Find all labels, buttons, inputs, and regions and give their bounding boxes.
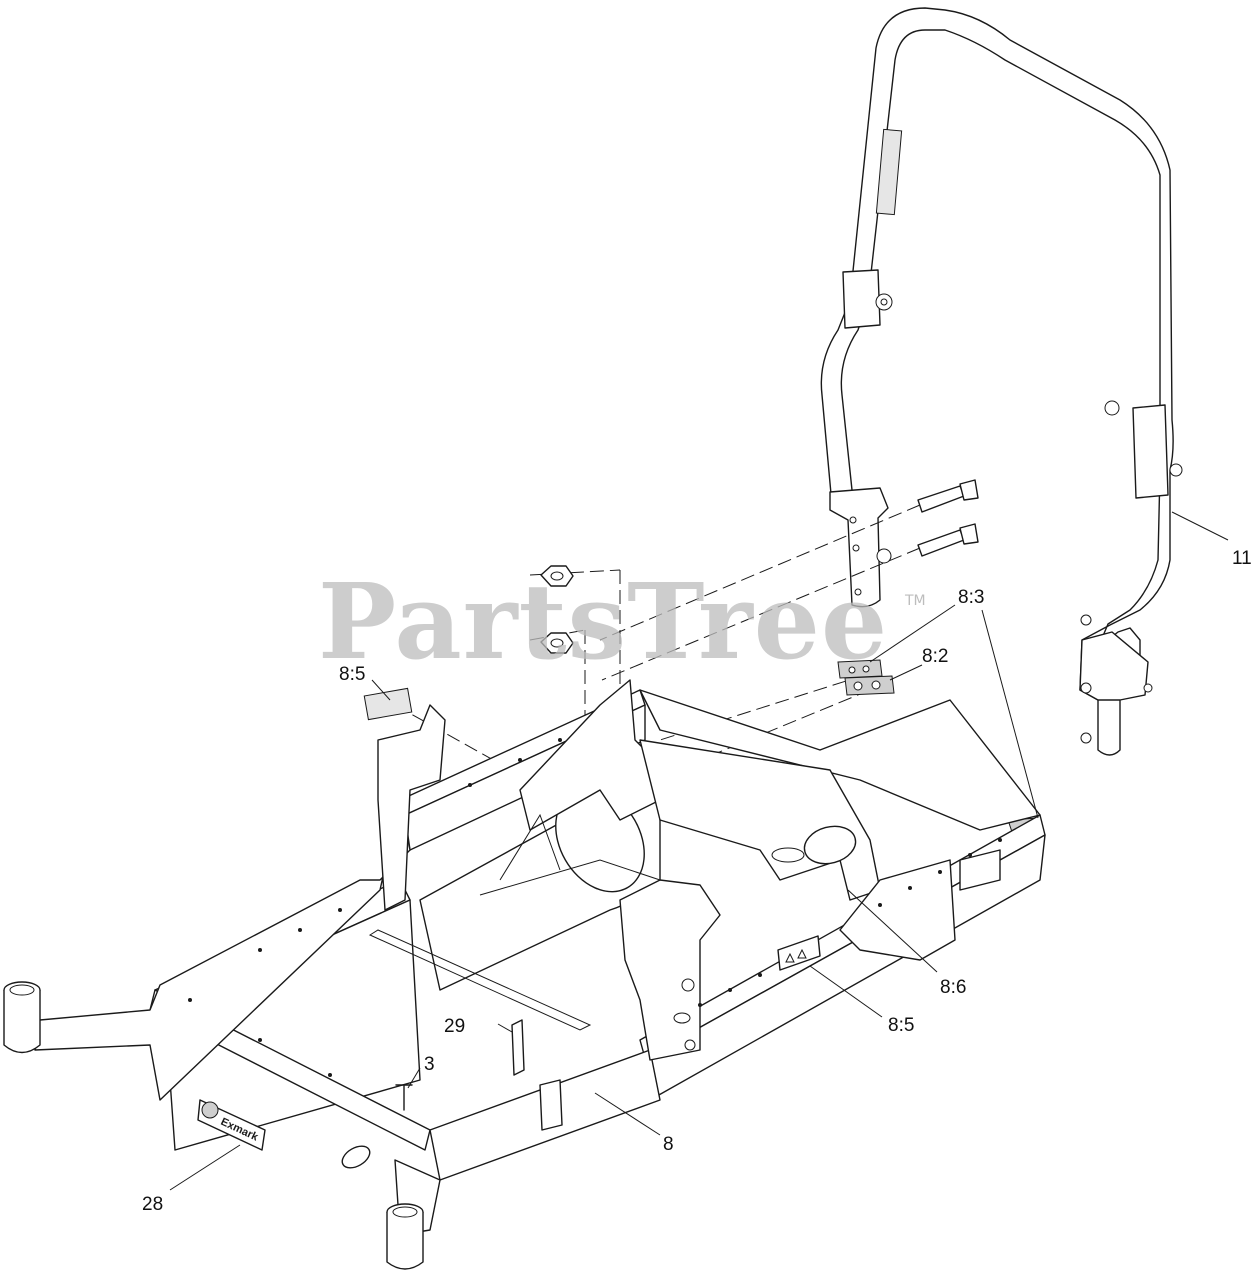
nuts	[540, 565, 574, 654]
bolt-head	[1104, 400, 1120, 416]
callout-8-2: 8:2	[922, 646, 948, 667]
bolt	[917, 529, 965, 557]
rops-decal	[875, 128, 903, 216]
main-frame	[3, 679, 1046, 1270]
bracket-29	[511, 1019, 525, 1076]
bolt	[917, 485, 965, 513]
callout-8-5-bottom: 8:5	[888, 1015, 914, 1036]
callout-3: 3	[424, 1054, 435, 1075]
callout-8-3: 8:3	[958, 587, 984, 608]
callout-11: 11	[1232, 548, 1252, 569]
callout-29: 29	[444, 1016, 465, 1037]
bolt-head	[876, 548, 892, 564]
decal-8-5-top	[363, 687, 413, 721]
rops-bar	[820, 7, 1183, 756]
watermark-text: PartsTree	[318, 560, 888, 683]
callouts: 11 8:3 8:2 8:5 8:6 8:5 29 3 8 28	[142, 548, 1252, 1215]
leader-lines	[169, 511, 1229, 1191]
callout-8-6: 8:6	[940, 977, 966, 998]
callout-8-5-top: 8:5	[339, 664, 365, 685]
callout-28: 28	[142, 1194, 163, 1215]
watermark-tm: TM	[904, 593, 926, 609]
callout-8: 8	[663, 1134, 674, 1155]
